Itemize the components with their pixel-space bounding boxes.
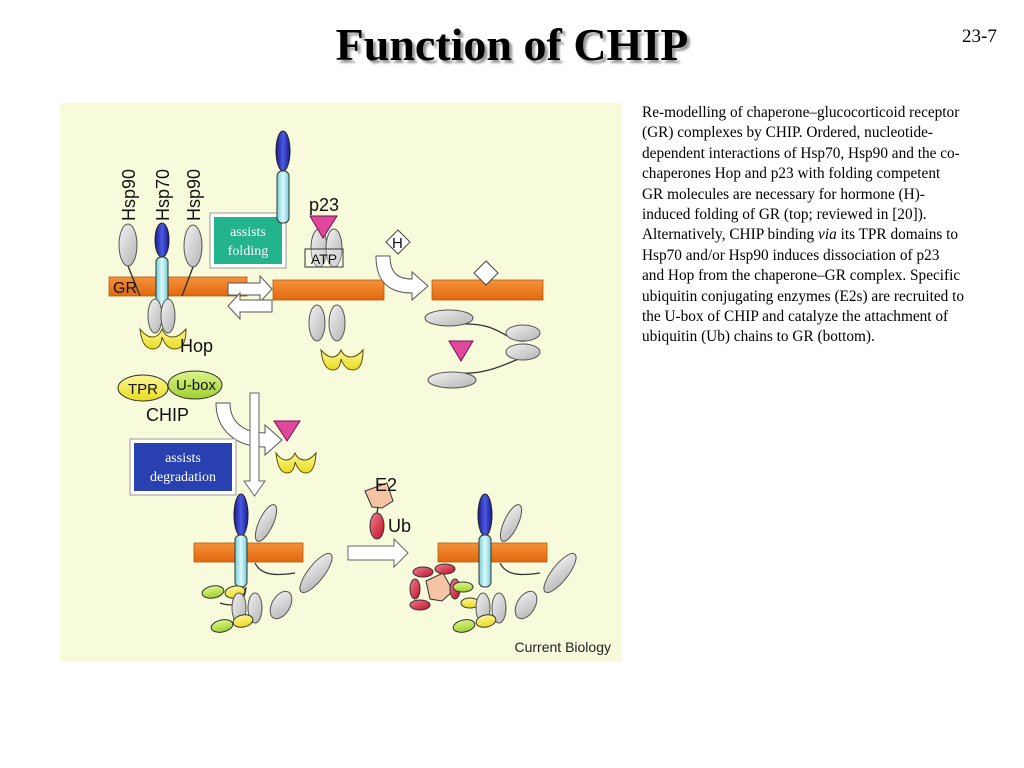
label-tpr: TPR (128, 381, 158, 398)
complex-folded (424, 260, 544, 389)
hsp70-blue (477, 493, 493, 537)
hsp90-lower (247, 592, 263, 624)
complex-chip-bound (193, 493, 333, 633)
complex-initial: Hsp90 Hsp70 Hsp90 GR Hop (108, 169, 248, 356)
label-chip: CHIP (146, 405, 189, 425)
complex-ubiquitinated (409, 493, 577, 633)
assists-folding-box: assists folding (209, 212, 287, 269)
label-hsp70: Hsp70 (153, 169, 173, 221)
atp-box (304, 248, 344, 268)
assists-degradation-line2: degradation (150, 470, 216, 485)
caption-part2: its TPR domains to Hsp70 and/or Hsp90 in… (642, 226, 964, 346)
ubox-green (452, 619, 476, 633)
e2-shape (425, 572, 454, 602)
label-ub: Ub (388, 516, 411, 536)
dissociation-step (215, 402, 317, 474)
label-hop: Hop (180, 336, 213, 356)
hsp90-side (299, 552, 333, 594)
label-gr: GR (113, 280, 137, 297)
hsp90-right (514, 590, 538, 620)
ub-shape (434, 563, 456, 575)
e2-shape (364, 482, 394, 509)
hormone-diamond (385, 229, 411, 255)
label-e2: E2 (375, 475, 397, 495)
hormone-arrow (375, 255, 429, 302)
assists-folding-line1: assists (230, 225, 266, 240)
assists-degradation-box: assists degradation (129, 438, 237, 496)
assists-folding-line2: folding (228, 244, 268, 259)
ubox-green (452, 581, 474, 593)
p23-triangle (448, 340, 474, 362)
caption-italic: via (818, 226, 837, 244)
ubox-green (210, 619, 234, 633)
ub-shape (412, 566, 434, 578)
hsp90-left (118, 223, 138, 267)
p23-triangle (273, 420, 301, 442)
hormone-step: H (375, 229, 429, 302)
gr-bar (437, 542, 548, 563)
hsp90-upper (254, 504, 278, 542)
label-ubox: U-box (176, 377, 217, 394)
label-p23: p23 (309, 195, 339, 215)
slide-number: 23-7 (962, 26, 997, 47)
hsp90 (427, 371, 477, 389)
dissociation-arrow (215, 402, 283, 457)
hsp90-upper (499, 504, 523, 542)
hsp70 (505, 324, 541, 342)
ubiquitination-step: E2 Ub (347, 475, 411, 569)
hsp90-lower (147, 298, 163, 334)
ubiquitination-arrow (347, 537, 409, 569)
ub-shape (369, 512, 385, 540)
label-atp: ATP (311, 251, 337, 267)
ubox-domain (167, 370, 223, 400)
hop-shape (139, 327, 187, 350)
figure-credit: Current Biology (515, 639, 612, 655)
caption-part1: Re-modelling of chaperone–glucocorticoid… (642, 104, 960, 244)
hsp90-lower (328, 304, 346, 342)
ub-shape (409, 578, 421, 600)
hsp70-cyan (478, 534, 492, 588)
hsp90-lower (160, 298, 176, 334)
hsp70-blue (233, 493, 249, 537)
tpr-yellow (232, 614, 254, 628)
hsp70-blue (154, 222, 170, 258)
gr-bar (193, 542, 304, 563)
hsp90-lower (491, 592, 507, 624)
ub-shape (409, 599, 431, 611)
hsp90 (424, 309, 474, 327)
hsp90-right (269, 590, 293, 620)
label-hsp90-left: Hsp90 (119, 169, 139, 221)
hop-shape (275, 451, 317, 474)
chip-protein: TPR U-box CHIP (117, 370, 223, 425)
label-hsp90-right: Hsp90 (184, 169, 204, 221)
p23-triangle (309, 215, 338, 239)
complex-mature: p23 ATP (272, 130, 385, 371)
hsp90-right (183, 224, 203, 268)
chip-function-diagram: Hsp90 Hsp70 Hsp90 GR Hop assists folding… (60, 103, 622, 662)
hsp90-lower (308, 304, 326, 342)
exchange-arrows (227, 274, 273, 321)
degradation-arrow (243, 392, 266, 497)
gr-bar (272, 279, 385, 301)
hormone-diamond (473, 260, 499, 286)
hsp70 (505, 343, 541, 361)
slide-title: Function of CHIP (335, 19, 689, 70)
tpr-yellow (475, 614, 497, 628)
hsp90-side (543, 552, 577, 594)
hsp70-cyan (234, 534, 248, 588)
hsp70-blue (275, 130, 291, 172)
hsp70-cyan (276, 170, 290, 224)
hop-shape (320, 348, 364, 371)
ubox-green (201, 585, 225, 599)
tpr-domain (117, 374, 169, 402)
figure-caption: Re-modelling of chaperone–glucocorticoid… (642, 103, 964, 348)
assists-degradation-line1: assists (165, 451, 201, 466)
label-hormone: H (392, 235, 403, 252)
